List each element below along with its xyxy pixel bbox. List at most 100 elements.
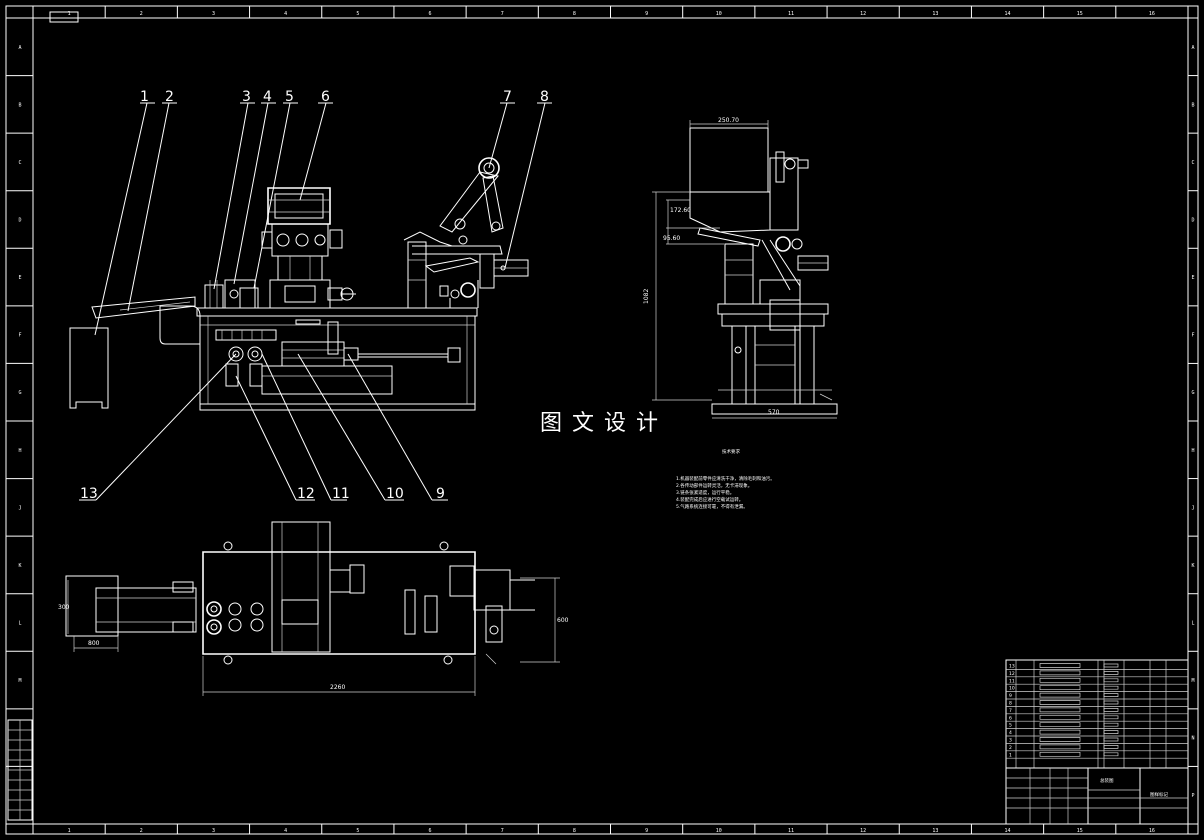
dim-plan-feed-width: 300 xyxy=(58,604,70,611)
zone-label-bottom: 2 xyxy=(140,828,143,834)
bom-part-name xyxy=(1040,715,1080,719)
technical-notes: 图文设计 技术要求 1.机器装配前零件应清洗干净，清除毛刺和油污。 2.各传动部… xyxy=(540,411,775,510)
bom-row-number: 12 xyxy=(1009,671,1015,677)
zone-label-right: K xyxy=(1191,563,1194,569)
zone-label-left: K xyxy=(18,563,21,569)
zone-label-right: P xyxy=(1191,793,1194,799)
leader-2: 2 xyxy=(165,89,174,105)
leader-4: 4 xyxy=(263,89,272,105)
bom-row-number: 9 xyxy=(1009,693,1012,699)
part-leaders: 1 2 3 4 5 6 7 8 9 10 11 12 13 xyxy=(79,89,552,502)
bom-row-number: 13 xyxy=(1009,664,1015,670)
bom-row-number: 2 xyxy=(1009,745,1012,751)
note-line-5: 5.气路系统连接可靠，不得有泄漏。 xyxy=(676,503,748,510)
bom-part-name xyxy=(1040,752,1080,756)
zone-label-left: M xyxy=(18,678,21,684)
leader-7: 7 xyxy=(503,89,512,105)
zone-label-bottom: 7 xyxy=(501,828,504,834)
bom-part-name xyxy=(1040,686,1080,690)
zone-label-bottom: 16 xyxy=(1149,828,1155,834)
zone-label-left: L xyxy=(18,621,21,627)
bom-row-number: 1 xyxy=(1009,752,1012,758)
zone-label-bottom: 5 xyxy=(356,828,359,834)
leader-10: 10 xyxy=(386,486,404,502)
bom-part-name xyxy=(1040,708,1080,712)
leader-1: 1 xyxy=(140,89,149,105)
dim-side-height: 1082 xyxy=(643,289,650,304)
zone-label-top: 4 xyxy=(284,11,287,17)
zone-label-left: E xyxy=(18,275,21,281)
zone-label-bottom: 1 xyxy=(68,828,71,834)
zone-label-top: 8 xyxy=(573,11,576,17)
leader-6: 6 xyxy=(321,89,330,105)
dim-side-d1: 172.60 xyxy=(670,207,691,214)
front-view xyxy=(70,158,528,410)
bom-row-number: 5 xyxy=(1009,723,1012,729)
bom-part-name xyxy=(1040,701,1080,705)
note-line-3: 3.链条张紧适度，运行平稳。 xyxy=(676,489,734,496)
zone-label-right: J xyxy=(1191,505,1194,511)
note-line-4: 4.装配完成后应进行空载试运转。 xyxy=(676,496,743,503)
zone-label-left: B xyxy=(18,102,21,108)
zone-label-right: G xyxy=(1191,390,1194,396)
zone-label-bottom: 8 xyxy=(573,828,576,834)
zone-label-bottom: 10 xyxy=(716,828,722,834)
side-view: 250.70 1082 172.60 95.60 570 xyxy=(643,117,837,418)
zone-label-bottom: 12 xyxy=(860,828,866,834)
zone-label-right: C xyxy=(1191,160,1194,166)
bom-row-number: 3 xyxy=(1009,738,1012,744)
leader-11: 11 xyxy=(332,486,350,502)
zone-label-bottom: 4 xyxy=(284,828,287,834)
zone-label-right: A xyxy=(1191,45,1194,51)
leader-13: 13 xyxy=(80,486,98,502)
zone-label-top: 5 xyxy=(356,11,359,17)
zone-label-right: N xyxy=(1191,736,1194,742)
leader-9: 9 xyxy=(436,486,445,502)
leader-3: 3 xyxy=(242,89,251,105)
bom-part-name xyxy=(1040,723,1080,727)
dim-side-d2: 95.60 xyxy=(663,235,680,242)
drawing-frame: 1122334455667788991010111112121313141415… xyxy=(6,6,1198,834)
zone-label-bottom: 14 xyxy=(1005,828,1011,834)
zone-label-bottom: 3 xyxy=(212,828,215,834)
zone-label-right: D xyxy=(1191,218,1194,224)
bom-row-number: 4 xyxy=(1009,730,1012,736)
zone-label-top: 6 xyxy=(429,11,432,17)
zone-label-left: G xyxy=(18,390,21,396)
bom-row-number: 10 xyxy=(1009,686,1015,692)
zone-label-top: 1 xyxy=(68,11,71,17)
zone-label-top: 3 xyxy=(212,11,215,17)
plan-view: 2260 600 300 800 xyxy=(58,522,569,696)
leader-8: 8 xyxy=(540,89,549,105)
zone-label-right: F xyxy=(1191,333,1194,339)
zone-label-right: E xyxy=(1191,275,1194,281)
zone-label-left: H xyxy=(18,448,21,454)
note-line-1: 1.机器装配前零件应清洗干净，清除毛刺和油污。 xyxy=(676,475,775,482)
dim-plan-feed-length: 800 xyxy=(88,640,100,647)
zone-label-left: A xyxy=(18,45,21,51)
watermark-text: 图文设计 xyxy=(540,411,668,436)
bom-part-name xyxy=(1040,730,1080,734)
zone-label-top: 12 xyxy=(860,11,866,17)
dim-side-base: 570 xyxy=(768,409,780,416)
leader-12: 12 xyxy=(297,486,315,502)
zone-label-left: F xyxy=(18,333,21,339)
bom-part-name xyxy=(1040,693,1080,697)
bom-part-name xyxy=(1040,671,1080,675)
zone-label-right: L xyxy=(1191,621,1194,627)
zone-label-top: 2 xyxy=(140,11,143,17)
zone-label-top: 15 xyxy=(1077,11,1083,17)
dim-side-width: 250.70 xyxy=(718,117,739,124)
zone-label-bottom: 13 xyxy=(932,828,938,834)
zone-label-bottom: 11 xyxy=(788,828,794,834)
bom-part-name xyxy=(1040,745,1080,749)
notes-title: 技术要求 xyxy=(722,448,740,455)
zone-label-bottom: 15 xyxy=(1077,828,1083,834)
zone-label-top: 10 xyxy=(716,11,722,17)
note-line-2: 2.各传动部件运转灵活，无卡滞现象。 xyxy=(676,482,752,489)
bom-row-number: 11 xyxy=(1009,678,1015,684)
zone-label-top: 11 xyxy=(788,11,794,17)
bom-part-name xyxy=(1040,678,1080,682)
